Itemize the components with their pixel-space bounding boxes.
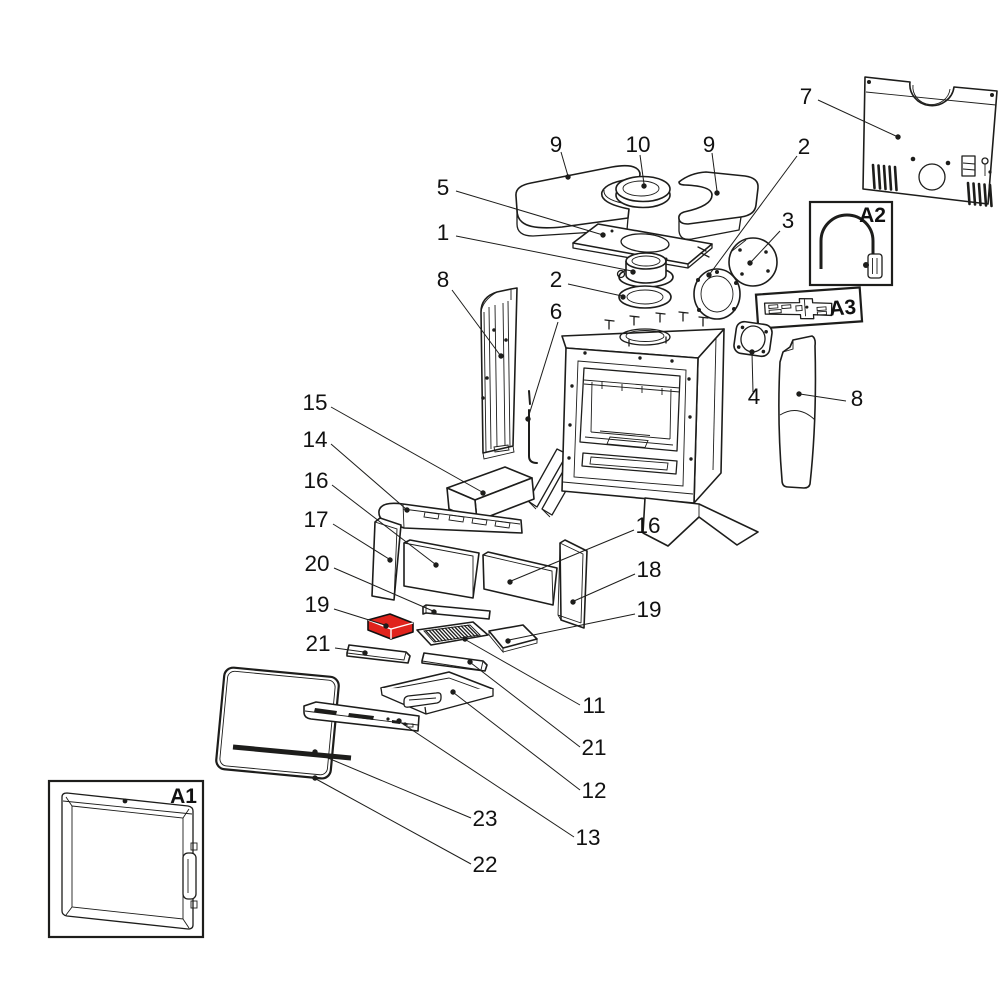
callout-13: 13 [575, 825, 600, 850]
callout-16-left: 16 [303, 468, 328, 493]
part-side-liner-right [557, 539, 588, 629]
callout-20: 20 [304, 551, 329, 576]
leader-4 [749, 349, 755, 393]
leader-22 [312, 775, 472, 865]
part-air-control-strip [303, 701, 420, 732]
leader-10 [639, 154, 647, 189]
leader-8-left [451, 289, 504, 359]
part-gasket-ring [618, 285, 672, 309]
inset-label-a3: A3 [828, 296, 856, 321]
leader-lines [312, 99, 901, 865]
callout-14: 14 [302, 427, 327, 452]
part-side-liner-left [371, 517, 402, 601]
callout-11: 11 [582, 693, 605, 718]
part-connector-flange [733, 320, 773, 358]
part-support-bar-left [346, 644, 411, 664]
leader-21-right [467, 659, 581, 748]
callout-21-left: 21 [305, 631, 330, 656]
callout-21-right: 21 [581, 735, 606, 760]
leader-1 [455, 235, 636, 275]
inset-a2: A2 [808, 200, 894, 287]
part-support-rail [378, 502, 523, 534]
inset-label-a1: A1 [170, 785, 197, 808]
part-support-bar-right [421, 652, 488, 672]
part-front-strip [422, 604, 491, 620]
part-flue-ring [693, 268, 741, 320]
leader-2-mid [567, 283, 626, 300]
part-shaker-rod [528, 390, 538, 464]
callout-labels: 7 9 10 9 2 5 1 3 8 2 6 4 8 15 14 16 17 1… [302, 84, 863, 877]
inset-a3: A3 [754, 286, 864, 330]
part-firebrick-right [482, 551, 558, 606]
leader-19-right [505, 613, 636, 644]
inset-label-a2: A2 [859, 204, 886, 227]
callout-3: 3 [782, 208, 795, 233]
inset-a1: A1 [47, 779, 205, 939]
leader-15 [330, 406, 486, 496]
leader-11 [462, 636, 581, 706]
leader-16-left [331, 484, 439, 568]
leader-12 [450, 689, 581, 791]
callout-17: 17 [303, 507, 328, 532]
leader-7 [817, 99, 901, 140]
callout-16-right: 16 [635, 513, 660, 538]
part-ash-pan [380, 671, 494, 715]
leader-19-left [333, 608, 389, 629]
callout-12: 12 [581, 778, 606, 803]
callout-4: 4 [748, 384, 761, 409]
leader-21-left [334, 647, 368, 656]
leader-8-right [796, 391, 847, 402]
gasket-cord [819, 213, 875, 269]
part-door-gasket [232, 744, 352, 761]
leader-2-top [706, 155, 798, 278]
part-highlighted-brick[interactable] [367, 613, 414, 640]
leader-20 [333, 567, 437, 615]
callout-8-right: 8 [851, 386, 864, 411]
callout-2-mid: 2 [550, 267, 563, 292]
callout-22: 22 [472, 852, 497, 877]
part-stove-body [561, 311, 725, 504]
callout-7: 7 [800, 84, 813, 109]
callout-8-left: 8 [437, 267, 450, 292]
callout-18: 18 [636, 557, 661, 582]
leader-23 [312, 749, 472, 819]
callout-9-left: 9 [550, 132, 563, 157]
leader-5 [455, 190, 606, 238]
part-top-plate-right [678, 171, 759, 240]
part-grate [416, 621, 489, 646]
leader-18 [570, 573, 636, 605]
part-top-plate-left [515, 164, 641, 237]
callout-10: 10 [625, 132, 650, 157]
leader-13 [396, 718, 575, 838]
callout-15: 15 [302, 390, 327, 415]
part-base-plate [488, 624, 538, 654]
callout-19-left: 19 [304, 592, 329, 617]
callout-6: 6 [550, 299, 563, 324]
leader-3 [747, 230, 781, 266]
leader-17 [332, 523, 393, 563]
part-flue-collar [616, 252, 674, 288]
leader-14 [330, 443, 410, 513]
leader-9-left [560, 151, 571, 180]
part-door-glass [215, 666, 340, 780]
part-back-panel [862, 76, 998, 208]
callout-2-top: 2 [798, 134, 811, 159]
part-side-panel-left [480, 287, 518, 460]
part-leg-wedge-right [642, 497, 759, 547]
callout-23: 23 [472, 806, 497, 831]
leader-9-right [711, 152, 720, 196]
callout-9-right: 9 [703, 132, 716, 157]
part-blanking-plate [728, 237, 778, 287]
part-side-panel-right [778, 335, 817, 489]
callout-19-right: 19 [636, 597, 661, 622]
callout-5: 5 [437, 175, 450, 200]
callout-1: 1 [437, 220, 450, 245]
part-top-lid [615, 175, 671, 209]
leader-6 [525, 321, 559, 422]
leader-16-right [507, 529, 635, 585]
